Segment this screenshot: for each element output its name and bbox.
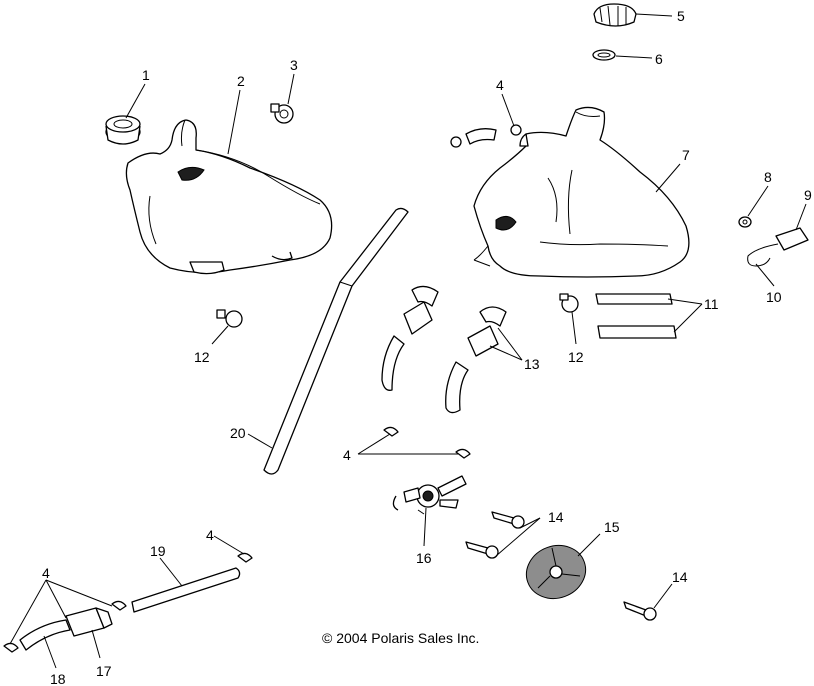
callout-14-top: 14 [548,509,564,525]
part-14-screw-3 [623,601,657,621]
part-4-clamp-top [450,124,522,148]
part-14-screw-2 [465,541,499,559]
part-15-disc [525,545,587,599]
part-4-clamp-mid [383,426,471,459]
part-6-gasket [592,49,616,61]
part-1-cap [105,115,141,145]
part-13-valve-right [445,306,507,414]
part-8-washer [738,216,752,228]
part-4-clamp-lower [3,552,253,653]
callout-17: 17 [96,663,112,679]
part-12-nut-right [559,293,579,313]
callout-20: 20 [230,425,246,441]
callout-8: 8 [764,169,772,185]
part-18-hose [19,619,71,651]
callout-4-lower-right: 4 [206,527,214,543]
copyright-notice: © 2004 Polaris Sales Inc. [322,630,479,646]
part-11-pad-strips [595,293,677,339]
callout-1: 1 [142,67,150,83]
callout-12-right: 12 [568,349,584,365]
callout-19: 19 [150,543,166,559]
part-9-10-bracket-hook [747,227,809,267]
part-16-petcock [392,475,467,515]
callout-9: 9 [804,187,812,203]
callout-labels: 1 2 3 4 5 6 7 8 9 10 11 12 12 13 20 4 14… [42,8,812,686]
part-17-fuel-filter [65,607,113,637]
part-14-screw-1 [491,511,525,529]
callout-14-bottom: 14 [672,569,688,585]
part-7-right-fuel-tank [473,106,690,278]
part-3-nut [270,103,294,124]
part-12-nut-left [216,309,243,328]
callout-2: 2 [237,73,245,89]
callout-10: 10 [766,289,782,305]
callout-11: 11 [704,296,719,312]
part-2-left-fuel-tank [125,119,333,275]
part-20-long-tube [263,207,409,475]
callout-13: 13 [524,356,540,372]
callout-7: 7 [682,147,690,163]
part-5-filler-cap [593,3,637,27]
callout-6: 6 [655,51,663,67]
part-13-valve-left [381,285,439,391]
callout-15: 15 [604,519,620,535]
callout-5: 5 [677,8,685,24]
callout-12-left: 12 [194,349,210,365]
callout-4-lower-left: 4 [42,565,50,581]
callout-3: 3 [290,57,298,73]
callout-16: 16 [416,550,432,566]
leader-lines [9,13,807,669]
callout-18: 18 [50,671,66,686]
callout-4-top: 4 [496,77,504,93]
callout-4-mid: 4 [343,447,351,463]
part-19-tube [131,567,241,613]
